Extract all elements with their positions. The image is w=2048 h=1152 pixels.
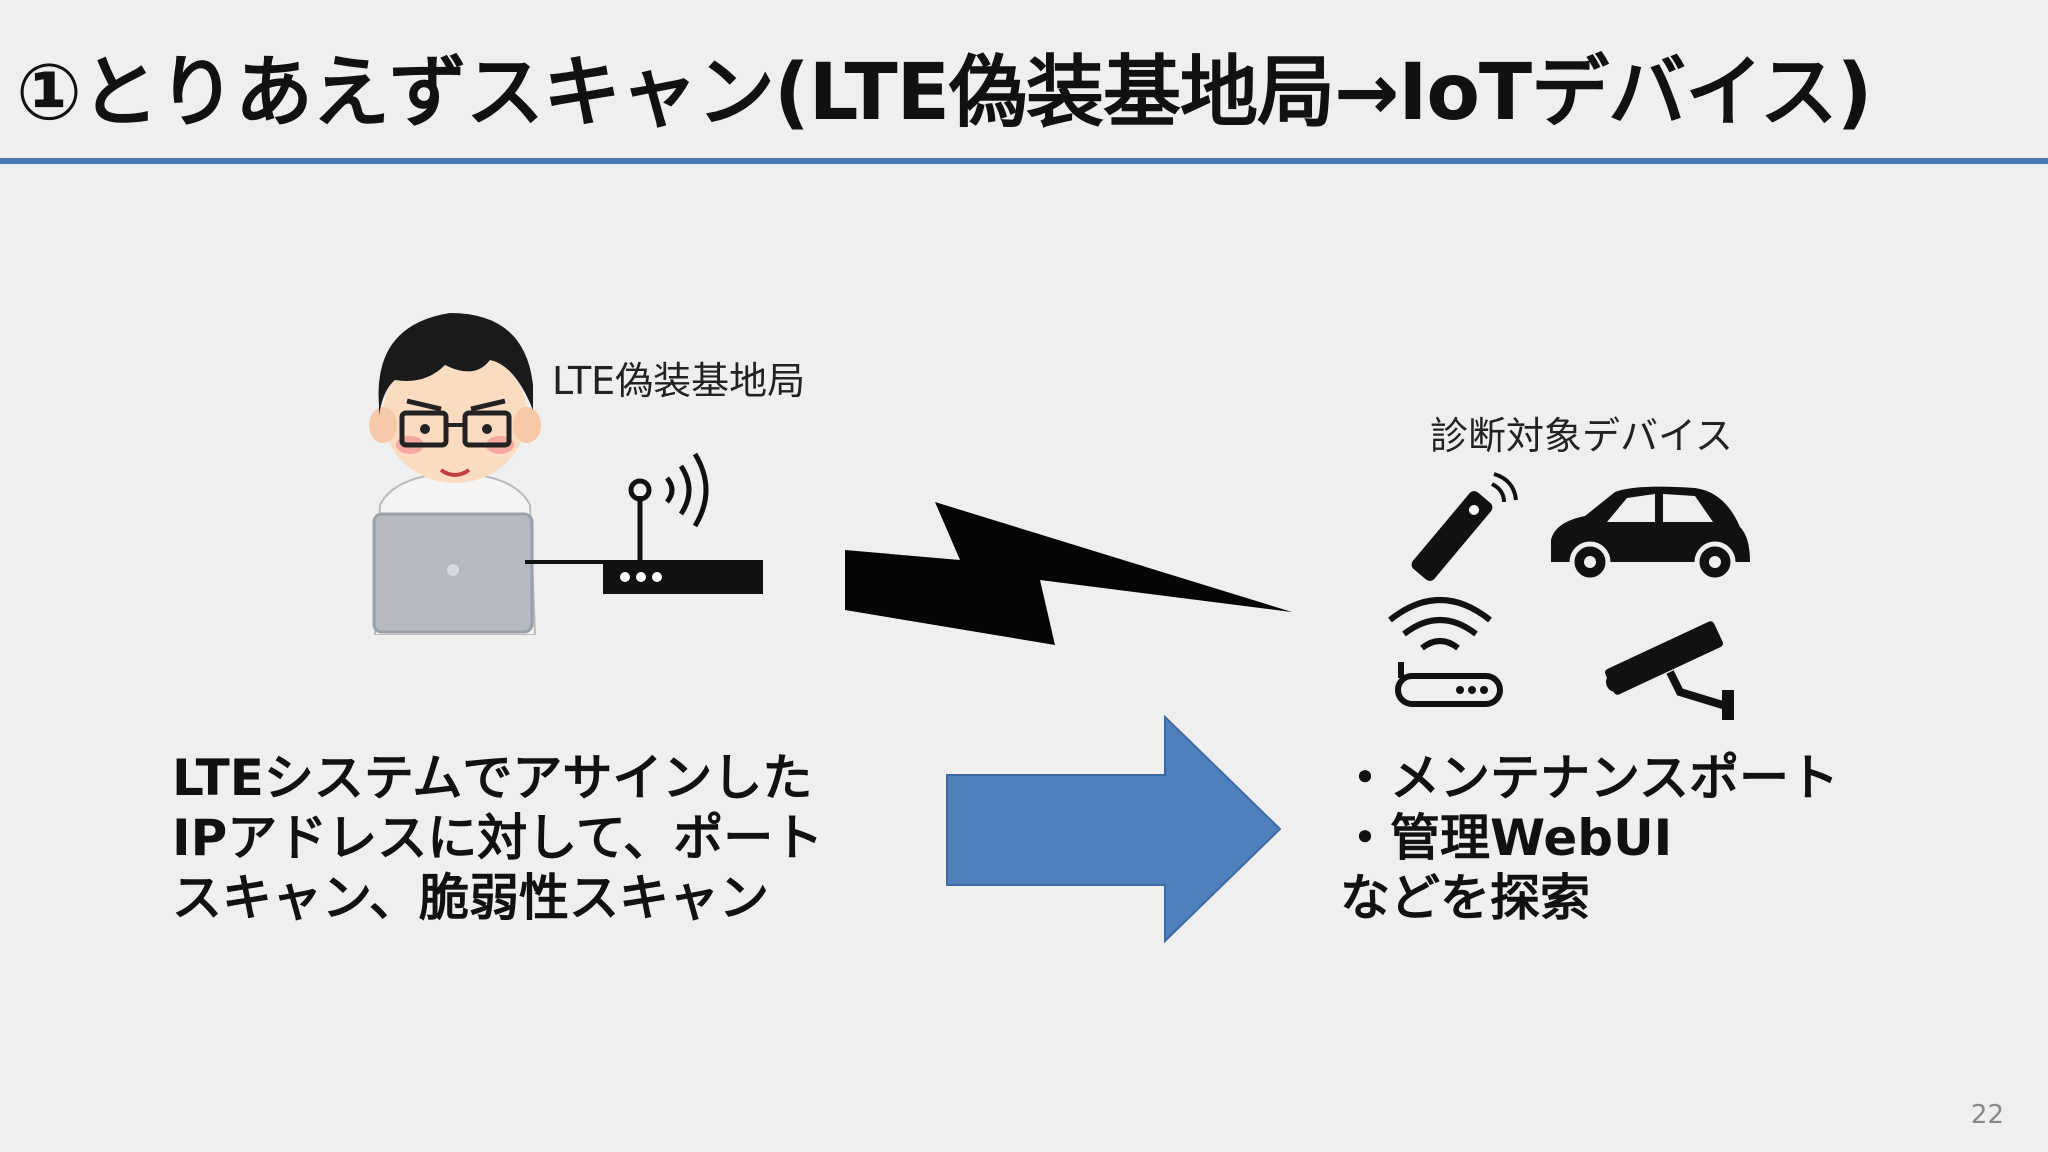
page-title: ①とりあえずスキャン(LTE偽装基地局→IoTデバイス) — [16, 48, 1872, 138]
security-camera-icon — [1605, 621, 1734, 720]
router-icon — [525, 452, 763, 594]
scan-description-line: LTEシステムでアサインした — [172, 749, 813, 807]
right-arrow-icon — [946, 715, 1282, 944]
target-list-item: ・管理WebUI — [1340, 809, 1673, 867]
scan-description-line: スキャン、脆弱性スキャン — [172, 869, 769, 927]
lightning-bolt-icon — [845, 502, 1292, 645]
lte-station-label: LTE偽装基地局 — [552, 359, 806, 403]
target-list: ・メンテナンスポート ・管理WebUI などを探索 — [1340, 748, 1839, 928]
page-number: 22 — [1970, 1100, 2004, 1130]
laptop-icon — [372, 512, 534, 634]
car-icon — [1551, 486, 1750, 582]
wifi-router-icon — [1388, 597, 1503, 707]
remote-control-icon — [1411, 472, 1518, 581]
target-devices-label: 診断対象デバイス — [1430, 414, 1733, 458]
scan-description-line: IPアドレスに対して、ポート — [172, 809, 824, 867]
target-list-item: ・メンテナンスポート — [1340, 749, 1839, 807]
title-divider — [0, 158, 2048, 164]
title-bar: ①とりあえずスキャン(LTE偽装基地局→IoTデバイス) — [0, 0, 2048, 160]
scan-description: LTEシステムでアサインした IPアドレスに対して、ポート スキャン、脆弱性スキ… — [172, 748, 823, 928]
target-list-item: などを探索 — [1340, 869, 1590, 927]
